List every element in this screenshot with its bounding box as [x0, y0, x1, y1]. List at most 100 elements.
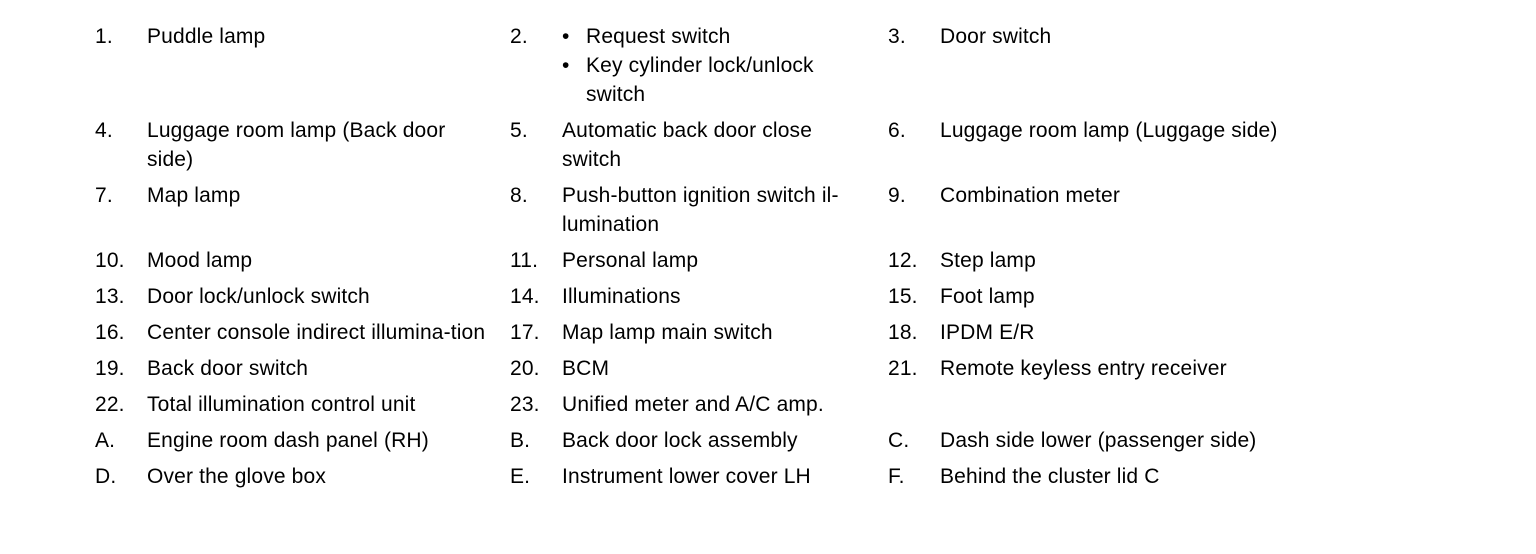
legend-row: 10. Mood lamp 11. Personal lamp 12. Step… [95, 246, 1395, 275]
item-number: 9. [888, 184, 906, 207]
item-text: Luggage room lamp (Luggage side) [940, 119, 1278, 142]
item-number: 5. [510, 119, 528, 142]
item-number: 11. [510, 249, 539, 272]
legend-item: 22. Total illumination control unit [95, 390, 510, 419]
legend-item: 18. IPDM E/R [888, 318, 1388, 347]
legend-row: 19. Back door switch 20. BCM 21. Remote … [95, 354, 1395, 383]
item-text: Foot lamp [940, 285, 1035, 308]
legend-row: D. Over the glove box E. Instrument lowe… [95, 462, 1395, 491]
legend-item: 7. Map lamp [95, 181, 510, 210]
legend-item: C. Dash side lower (passenger side) [888, 426, 1388, 455]
item-letter: E. [510, 465, 531, 488]
item-number: 18. [888, 321, 918, 344]
item-text: Instrument lower cover LH [562, 465, 811, 488]
item-number: 10. [95, 249, 125, 272]
item-number: 16. [95, 321, 125, 344]
legend-item: 19. Back door switch [95, 354, 510, 383]
legend-item: 2. • Request switch • Key cylinder lock/… [510, 22, 888, 109]
legend-item: 21. Remote keyless entry receiver [888, 354, 1388, 383]
item-text: Combination meter [940, 184, 1120, 207]
item-text: Dash side lower (passenger side) [940, 429, 1257, 452]
item-text: Mood lamp [147, 249, 253, 272]
legend-item: 15. Foot lamp [888, 282, 1388, 311]
item-letter: F. [888, 465, 905, 488]
item-text: Door switch [940, 25, 1052, 48]
item-letter: D. [95, 465, 117, 488]
legend-item: 16. Center console indirect illumina-tio… [95, 318, 510, 347]
item-text: Personal lamp [562, 249, 699, 272]
item-number: 7. [95, 184, 113, 207]
legend-row: 22. Total illumination control unit 23. … [95, 390, 1395, 419]
bullet-item: • Key cylinder lock/unlock switch [562, 51, 872, 109]
item-letter: B. [510, 429, 531, 452]
legend-item: 12. Step lamp [888, 246, 1388, 275]
legend-row: 13. Door lock/unlock switch 14. Illumina… [95, 282, 1395, 311]
item-number: 3. [888, 25, 906, 48]
legend-item: 1. Puddle lamp [95, 22, 510, 51]
legend-row: 7. Map lamp 8. Push-button ignition swit… [95, 181, 1395, 239]
item-text: IPDM E/R [940, 321, 1035, 344]
item-letter: C. [888, 429, 910, 452]
item-number: 20. [510, 357, 540, 380]
bullet-item: • Request switch [562, 22, 872, 51]
item-text: Push-button ignition switch il-luminatio… [562, 184, 839, 236]
item-text: Over the glove box [147, 465, 326, 488]
legend-item: 5. Automatic back door close switch [510, 116, 888, 174]
item-number: 8. [510, 184, 528, 207]
item-number: 21. [888, 357, 918, 380]
legend-row: 16. Center console indirect illumina-tio… [95, 318, 1395, 347]
legend-row: A. Engine room dash panel (RH) B. Back d… [95, 426, 1395, 455]
item-number: 2. [510, 25, 528, 48]
item-text: Door lock/unlock switch [147, 285, 370, 308]
item-text: Remote keyless entry receiver [940, 357, 1227, 380]
legend-row: 1. Puddle lamp 2. • Request switch • Key… [95, 22, 1395, 109]
item-text: Puddle lamp [147, 25, 266, 48]
item-number: 15. [888, 285, 918, 308]
legend-item: 23. Unified meter and A/C amp. [510, 390, 888, 419]
item-number: 13. [95, 285, 125, 308]
legend-item: 14. Illuminations [510, 282, 888, 311]
legend-item: 4. Luggage room lamp (Back door side) [95, 116, 510, 174]
legend-item: 9. Combination meter [888, 181, 1388, 210]
legend-item: D. Over the glove box [95, 462, 510, 491]
item-text: Automatic back door close switch [562, 119, 813, 171]
item-letter: A. [95, 429, 116, 452]
legend-item: B. Back door lock assembly [510, 426, 888, 455]
bullet-text: Request switch [586, 25, 731, 48]
item-number: 19. [95, 357, 125, 380]
legend-list: 1. Puddle lamp 2. • Request switch • Key… [95, 22, 1395, 498]
bullet-icon: • [562, 25, 570, 48]
bullet-list: • Request switch • Key cylinder lock/unl… [562, 22, 872, 109]
legend-item: 6. Luggage room lamp (Luggage side) [888, 116, 1388, 145]
item-number: 22. [95, 393, 125, 416]
item-text: Center console indirect illumina-tion [147, 321, 486, 344]
item-number: 12. [888, 249, 918, 272]
item-text: Unified meter and A/C amp. [562, 393, 824, 416]
item-text: Map lamp main switch [562, 321, 773, 344]
legend-item: F. Behind the cluster lid C [888, 462, 1388, 491]
item-text: Step lamp [940, 249, 1036, 272]
legend-item: 13. Door lock/unlock switch [95, 282, 510, 311]
item-text: BCM [562, 357, 610, 380]
item-text: Total illumination control unit [147, 393, 416, 416]
bullet-icon: • [562, 54, 570, 77]
item-number: 6. [888, 119, 906, 142]
item-number: 14. [510, 285, 540, 308]
legend-item: 17. Map lamp main switch [510, 318, 888, 347]
item-number: 1. [95, 25, 113, 48]
legend-item: A. Engine room dash panel (RH) [95, 426, 510, 455]
legend-row: 4. Luggage room lamp (Back door side) 5.… [95, 116, 1395, 174]
bullet-text: Key cylinder lock/unlock switch [586, 54, 814, 106]
item-number: 17. [510, 321, 540, 344]
item-number: 23. [510, 393, 540, 416]
legend-item: E. Instrument lower cover LH [510, 462, 888, 491]
legend-item: 11. Personal lamp [510, 246, 888, 275]
item-text: Map lamp [147, 184, 241, 207]
item-text: Luggage room lamp (Back door side) [147, 119, 446, 171]
legend-item: 10. Mood lamp [95, 246, 510, 275]
item-text: Engine room dash panel (RH) [147, 429, 429, 452]
item-text: Illuminations [562, 285, 681, 308]
legend-item: 20. BCM [510, 354, 888, 383]
item-number: 4. [95, 119, 113, 142]
item-text: Behind the cluster lid C [940, 465, 1160, 488]
